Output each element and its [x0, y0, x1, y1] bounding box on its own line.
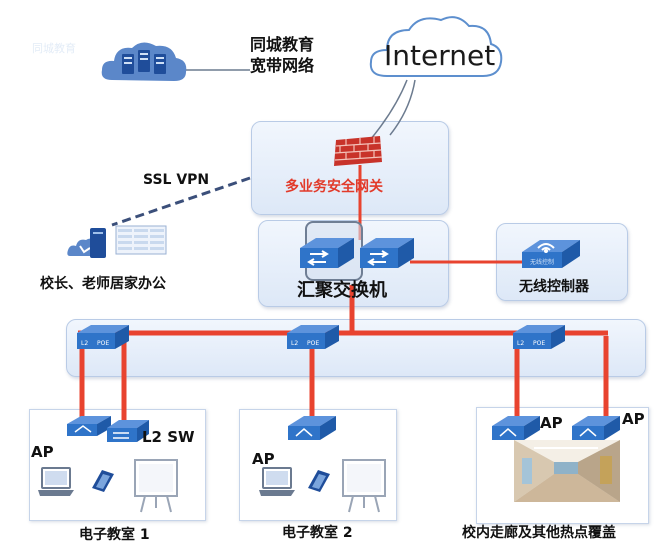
svg-text:POE: POE [97, 340, 109, 347]
ssl-vpn-label: SSL VPN [143, 172, 210, 188]
svg-text:L2: L2 [517, 340, 524, 347]
room2-caption: 电子教室 2 [282, 525, 353, 541]
home-office-label: 校长、老师居家办公 [40, 276, 166, 292]
ap-label-room1: AP [31, 443, 54, 461]
svg-text:无线控制: 无线控制 [530, 258, 554, 266]
access-point-icon-room1 [67, 416, 111, 436]
link-internet-to-gateway [369, 79, 408, 141]
tablet-icon-room2 [308, 470, 330, 492]
gateway-label: 多业务安全网关 [285, 179, 383, 195]
wireless-controller-label: 无线控制器 [519, 279, 589, 295]
gateway-panel [251, 121, 449, 215]
edu-network-label: 同城教育 宽带网络 [250, 35, 315, 75]
poe-switch-icon-1: L2 POE [77, 325, 129, 349]
firewall-icon [334, 136, 383, 166]
svg-text:L2: L2 [291, 340, 298, 347]
laptop-icon-room2 [259, 467, 295, 496]
access-point-icon-room2 [288, 416, 336, 440]
poe-switch-icon-3: L2 POE [513, 325, 565, 349]
l2-switch-label-room1: L2 SW [142, 428, 195, 446]
corridor-photo [514, 440, 620, 502]
ghost-label: 同城教育 [32, 42, 76, 55]
corridor-caption: 校内走廊及其他热点覆盖 [462, 525, 616, 541]
wireless-controller-icon: 无线控制 [522, 240, 580, 268]
access-point-icon-corridor-1 [492, 416, 540, 440]
aggregation-switch-icon [300, 238, 414, 268]
internet-cloud-icon [369, 16, 503, 77]
tablet-icon-room1 [92, 470, 114, 492]
laptop-icon-room1 [38, 467, 74, 496]
ap-label-corridor-1: AP [540, 414, 563, 432]
l2-switch-icon-room1 [107, 420, 149, 442]
access-point-icon-corridor-2 [572, 416, 620, 440]
aggregation-switch-label: 汇聚交换机 [297, 280, 387, 301]
ap-label-corridor-2: AP [622, 410, 645, 428]
svg-text:POE: POE [533, 340, 545, 347]
link-ssl-vpn [111, 176, 251, 227]
edu-network-cloud-icon [101, 42, 187, 81]
svg-text:POE: POE [307, 340, 319, 347]
poe-switch-icon-2: L2 POE [287, 325, 339, 349]
whiteboard-icon-room1 [134, 459, 178, 513]
ap-label-room2: AP [252, 450, 275, 468]
whiteboard-icon-room2 [342, 459, 386, 513]
room1-caption: 电子教室 1 [79, 527, 150, 543]
link-internet-to-gateway-2 [389, 79, 416, 136]
home-office-devices-icon [67, 225, 167, 258]
internet-label: Internet [384, 39, 496, 72]
svg-text:L2: L2 [81, 340, 88, 347]
